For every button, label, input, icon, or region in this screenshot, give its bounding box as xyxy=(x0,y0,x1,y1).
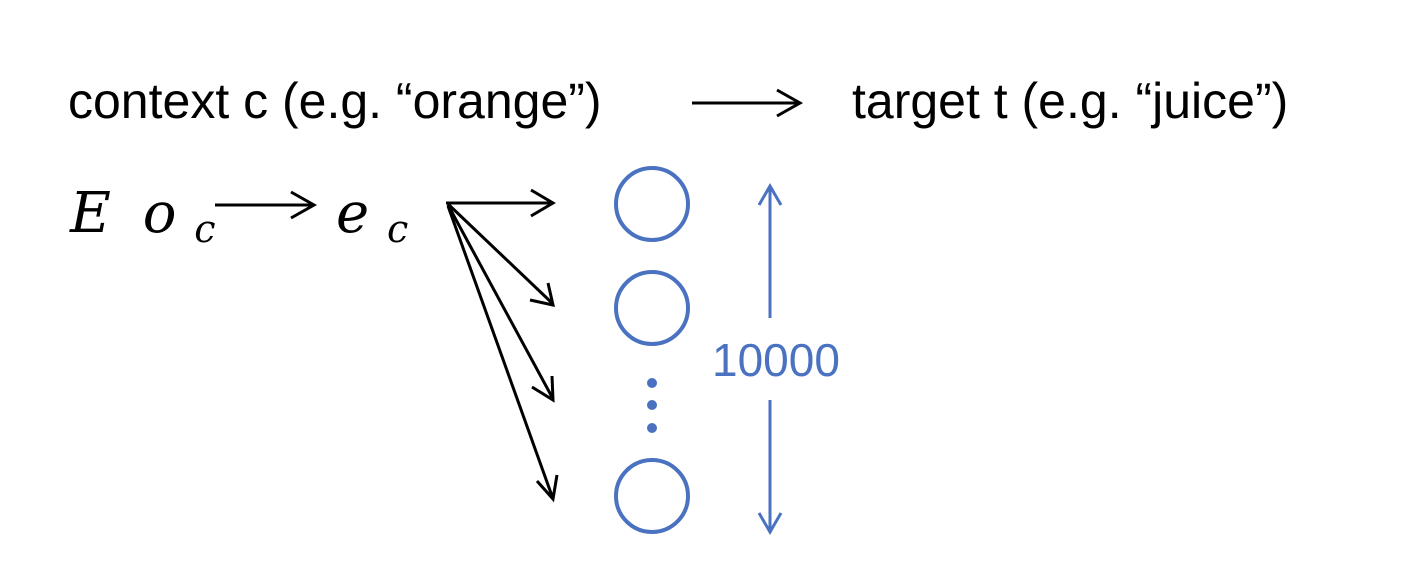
output-units xyxy=(614,166,690,534)
output-size-label: 10000 xyxy=(712,334,840,386)
target-label: target t (e.g. “juice”) xyxy=(852,73,1288,129)
embedding-expression: e c xyxy=(336,181,408,251)
ellipsis-dots xyxy=(647,378,657,433)
fanout-arrow-1 xyxy=(446,188,556,218)
fanout-arrow-3 xyxy=(446,204,555,403)
fanout-arrow-4 xyxy=(446,205,559,503)
onehot-subscript: c xyxy=(194,207,215,251)
onehot-to-embedding-arrow xyxy=(215,190,318,220)
context-label: context c (e.g. “orange”) xyxy=(68,73,602,129)
fanout-arrows xyxy=(446,188,559,503)
svg-text:E o c: E o c xyxy=(69,181,216,251)
size-indicator-arrow xyxy=(757,183,783,535)
output-unit-1 xyxy=(614,166,690,242)
onehot-expression: E o c xyxy=(69,181,216,251)
matrix-symbol: E xyxy=(69,181,111,246)
output-unit-2 xyxy=(614,270,690,346)
context-to-target-arrow xyxy=(692,88,804,118)
fanout-arrow-2 xyxy=(446,202,555,307)
onehot-symbol: o xyxy=(143,181,177,246)
output-unit-last xyxy=(614,458,690,534)
svg-text:e c: e c xyxy=(336,181,408,251)
embedding-symbol: e xyxy=(336,181,369,246)
embedding-subscript: c xyxy=(387,207,408,251)
